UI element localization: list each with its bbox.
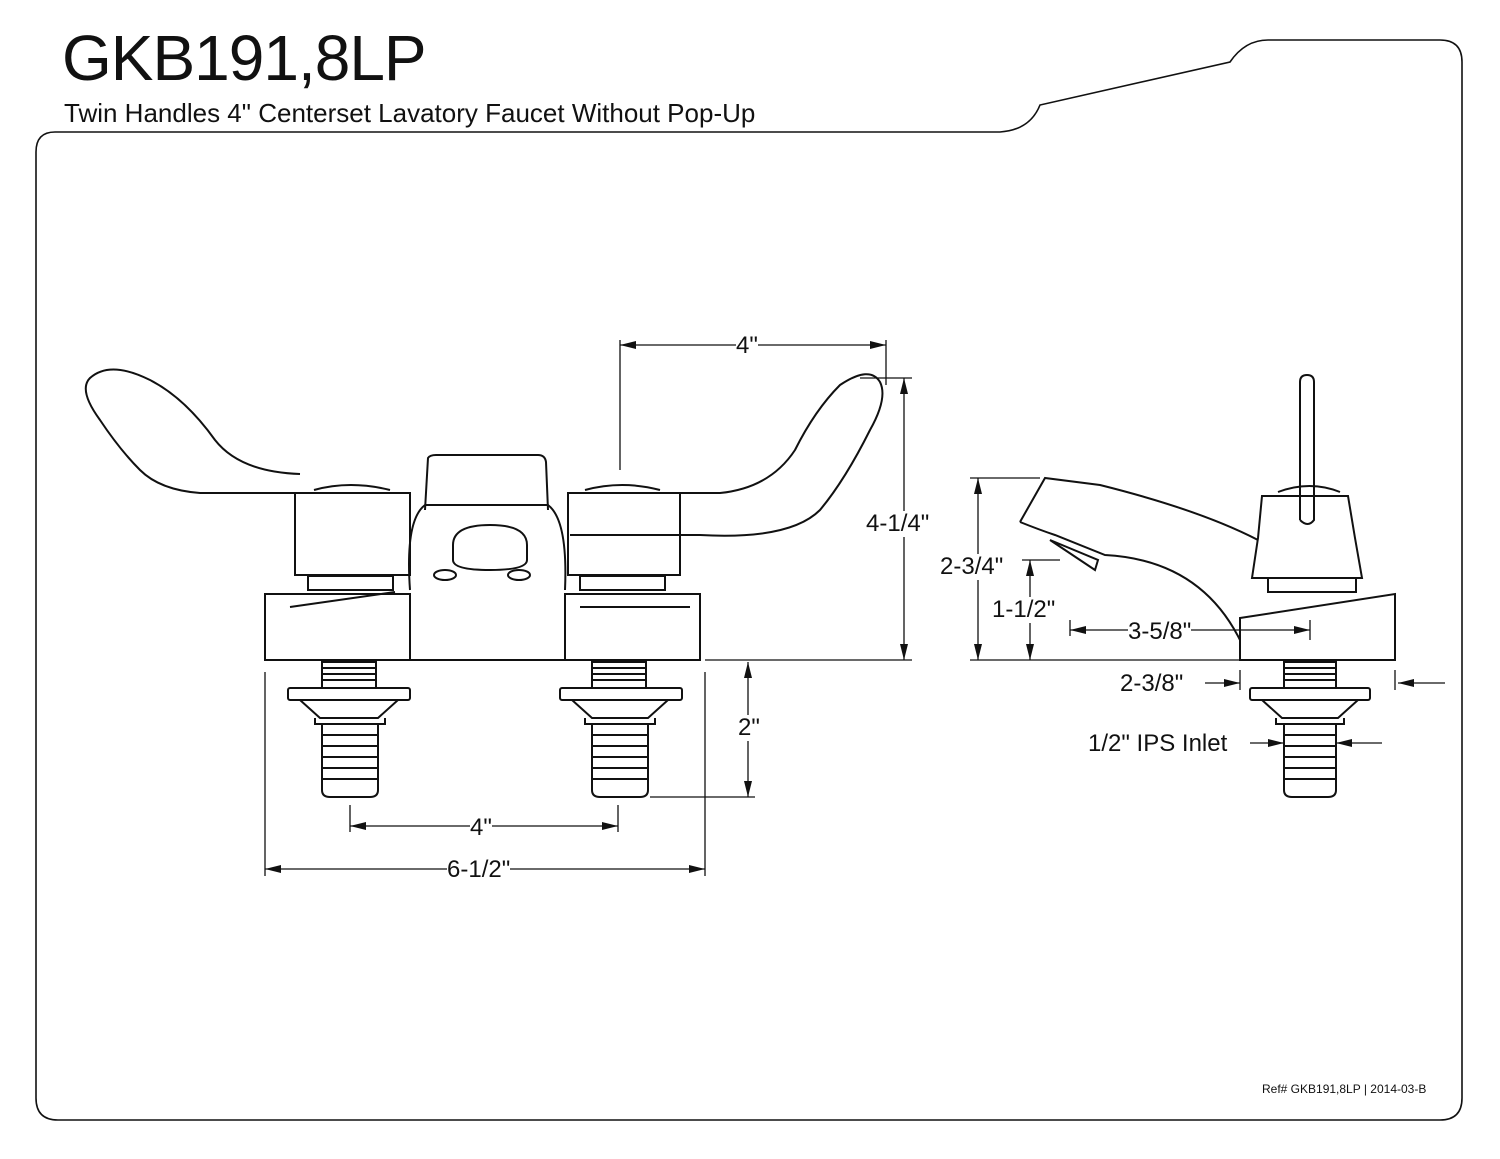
dimension-arrows	[265, 341, 1414, 873]
dim-shank-length: 2"	[738, 714, 760, 741]
dim-spout-clearance: 1-1/2"	[992, 596, 1056, 623]
dim-overall-height: 4-1/4"	[866, 510, 930, 537]
dim-base-depth: 2-3/8"	[1120, 670, 1184, 697]
side-base	[1239, 592, 1396, 661]
dim-base-width: 6-1/2"	[447, 856, 511, 883]
model-title: GKB191,8LP	[62, 22, 427, 94]
side-shank	[1249, 661, 1371, 798]
side-view	[1019, 373, 1396, 798]
right-wing-handle	[570, 373, 884, 537]
dim-handle-center-top: 4"	[736, 332, 758, 359]
faucet-base	[264, 593, 411, 661]
sheet-border	[35, 39, 1463, 1121]
front-view	[84, 368, 884, 798]
right-shank	[559, 661, 683, 798]
product-description: Twin Handles 4" Centerset Lavatory Fauce…	[64, 98, 756, 128]
left-wing-handle	[84, 368, 301, 494]
left-handle-body	[294, 492, 411, 576]
dim-spout-reach: 3-5/8"	[1128, 618, 1192, 645]
dim-inlet-spacing: 4"	[470, 814, 492, 841]
side-lever	[1299, 373, 1315, 525]
dim-inlet-size: 1/2" IPS Inlet	[1088, 730, 1228, 757]
right-handle-body	[567, 492, 681, 576]
left-shank	[287, 661, 411, 798]
dim-spout-height: 2-3/4"	[940, 553, 1004, 580]
reference-number: Ref# GKB191,8LP | 2014-03-B	[1262, 1082, 1427, 1096]
side-spout	[1019, 476, 1259, 541]
dimension-lines	[264, 340, 1445, 876]
spout-body	[424, 454, 549, 511]
